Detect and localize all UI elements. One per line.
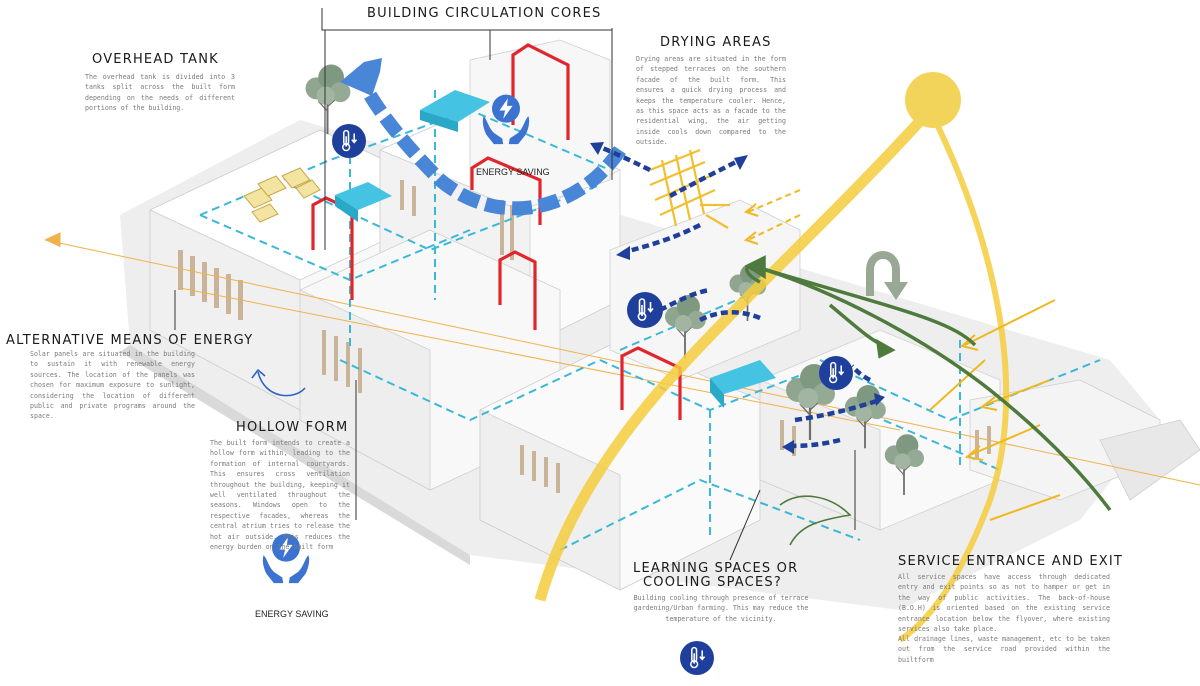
thermometer-icon: [627, 292, 663, 328]
energy-saving-caption-top: ENERGY SAVING: [476, 167, 550, 177]
energy-heading: ALTERNATIVE MEANS OF ENERGY: [6, 333, 254, 348]
solar-panels: [243, 167, 321, 223]
service-heading: SERVICE ENTRANCE AND EXIT: [898, 554, 1124, 569]
u-turn-arrow-icon: [866, 251, 908, 300]
ground-road-edge: [120, 345, 470, 565]
learning-heading-2: COOLING SPACES?: [643, 575, 782, 590]
thermometer-icon: [819, 356, 853, 390]
leader-lines: [174, 8, 856, 561]
facade-windows: [178, 180, 991, 493]
thermometer-icon: [332, 124, 366, 158]
hot-air-plume: [340, 58, 626, 216]
overhead-tank-heading: OVERHEAD TANK: [92, 52, 219, 67]
service-text-2: All drainage lines, waste management, et…: [898, 635, 1110, 664]
service-route: [744, 255, 1112, 546]
overhead-tanks: [335, 90, 776, 408]
sun-path: [534, 106, 1010, 643]
energy-text: Solar panels are situated in the buildin…: [30, 350, 195, 421]
learning-heading-1: LEARNING SPACES OR: [633, 561, 799, 576]
circulation-core-lines: [311, 43, 682, 420]
breeze-arrows: [743, 189, 1061, 521]
service-text-1: All service spaces have access through d…: [898, 573, 1110, 634]
learning-text: Building cooling through presence of ter…: [633, 594, 809, 623]
drying-text: Drying areas are situated in the form of…: [636, 55, 786, 147]
sun-icon: [905, 72, 961, 128]
hollow-heading: HOLLOW FORM: [236, 420, 349, 435]
overhead-tank-text: The overhead tank is divided into 3 tank…: [85, 73, 235, 113]
circulation-heading: BUILDING CIRCULATION CORES: [367, 6, 602, 21]
drying-heading: DRYING AREAS: [660, 35, 772, 50]
small-wind-arrow: [251, 368, 306, 397]
thermometer-icon: [680, 641, 714, 675]
energy-saving-caption-bottom: ENERGY SAVING: [255, 609, 329, 619]
hollow-text: The built form intends to create a hollo…: [210, 439, 350, 552]
airflow-arrowheads: [590, 142, 885, 454]
